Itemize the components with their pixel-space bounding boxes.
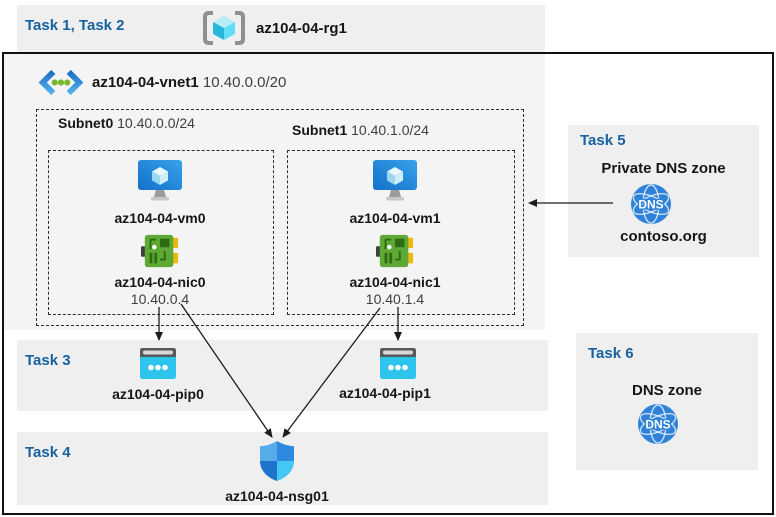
subnet1-box xyxy=(287,150,515,315)
dns-icon-text: DNS xyxy=(645,418,670,432)
subnet0-label: Subnet0 10.40.0.0/24 xyxy=(58,115,195,131)
task6-title: DNS zone xyxy=(631,382,702,399)
pip0-name: az104-04-pip0 xyxy=(112,386,204,402)
private-dns-icon: DNS xyxy=(630,183,672,225)
task12-label: Task 1, Task 2 xyxy=(25,17,125,34)
task5-label: Task 5 xyxy=(580,132,626,149)
virtual-network-icon xyxy=(38,69,84,96)
nic1-ip: 10.40.1.4 xyxy=(365,291,425,307)
resource-group-icon xyxy=(201,9,247,47)
task6-box xyxy=(576,333,758,470)
nic0-name: az104-04-nic0 xyxy=(114,274,206,290)
task5-title: Private DNS zone xyxy=(601,160,726,177)
pip1-name: az104-04-pip1 xyxy=(339,385,431,401)
nic1-name: az104-04-nic1 xyxy=(349,274,441,290)
vm0-name: az104-04-vm0 xyxy=(114,210,206,226)
task5-zone-name: contoso.org xyxy=(620,228,707,245)
nic1-icon xyxy=(376,233,414,269)
pip0-icon xyxy=(140,348,176,379)
subnet1-label: Subnet1 10.40.1.0/24 xyxy=(292,122,429,138)
vm1-name: az104-04-vm1 xyxy=(349,210,441,226)
nsg-name: az104-04-nsg01 xyxy=(225,488,329,504)
vnet-name: az104-04-vnet1 10.40.0.0/20 xyxy=(92,74,287,91)
pip1-icon xyxy=(380,348,416,379)
subnet0-box xyxy=(48,150,274,315)
task6-label: Task 6 xyxy=(588,345,634,362)
vnet-area xyxy=(4,54,545,330)
subnets-container xyxy=(36,109,524,326)
vm1-icon xyxy=(372,160,418,204)
dns-zone-icon: DNS xyxy=(637,403,679,445)
vm0-icon xyxy=(137,160,183,204)
nic0-ip: 10.40.0.4 xyxy=(130,291,190,307)
header-band xyxy=(17,5,545,52)
task3-label: Task 3 xyxy=(25,352,71,369)
dns-icon-text: DNS xyxy=(638,198,663,212)
vnet-cidr: 10.40.0.0/20 xyxy=(202,74,287,91)
nsg-icon xyxy=(259,441,295,481)
subnet0-cidr: 10.40.0.0/24 xyxy=(117,115,195,131)
nic0-icon xyxy=(141,233,179,269)
subnet1-cidr: 10.40.1.0/24 xyxy=(351,122,429,138)
resource-group-name: az104-04-rg1 xyxy=(256,20,347,37)
task4-label: Task 4 xyxy=(25,444,71,461)
